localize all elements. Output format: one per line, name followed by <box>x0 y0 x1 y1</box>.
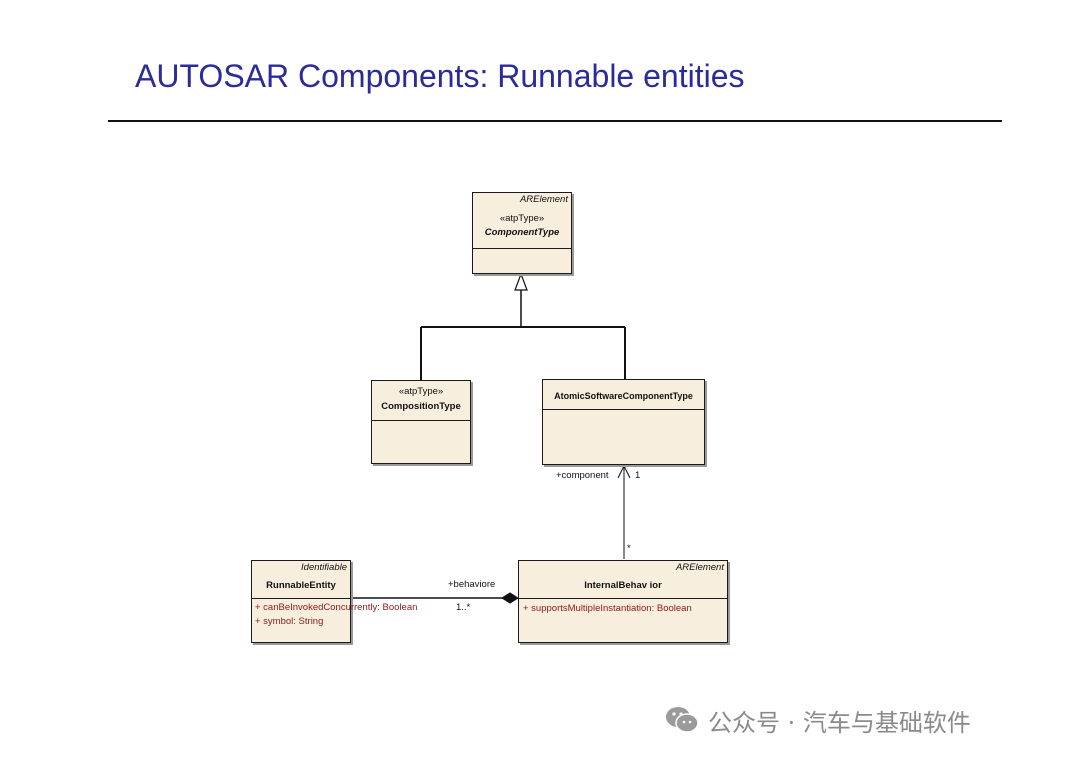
component-type-stereotype: «atpType» <box>499 213 545 224</box>
behavior-multiplicity-label: 1..* <box>456 602 471 613</box>
runnable-entity-separator <box>252 598 350 599</box>
runnable-entity-attribute: + symbol: String <box>255 616 324 627</box>
component-type-parent: ARElement <box>519 194 568 205</box>
internal-behavior-parent: ARElement <box>675 562 724 573</box>
component-type-class: ARElement «atpType» ComponentType <box>472 192 572 274</box>
component-multiplicity-label: 1 <box>635 470 641 481</box>
runnable-entity-attribute: + canBeInvokedConcurrently: Boolean <box>255 602 418 613</box>
composition-type-name: CompositionType <box>381 401 461 412</box>
runnable-entity-parent: Identifiable <box>301 562 347 573</box>
slide-title: AUTOSAR Components: Runnable entities <box>135 58 745 94</box>
atomic-swc-type-class: AtomicSoftwareComponentType <box>542 379 705 465</box>
atomic-swc-type-name: AtomicSoftwareComponentType <box>554 391 693 401</box>
composition-type-class: «atpType» CompositionType <box>371 380 471 464</box>
generalization-arrowhead <box>514 272 528 291</box>
title-divider <box>108 120 1002 122</box>
watermark-text: 公众号 · 汽车与基础软件 <box>708 708 971 737</box>
behavior-role-label: +behaviore <box>448 579 496 590</box>
runnable-entity-class: Identifiable RunnableEntity <box>251 560 351 643</box>
composition-diamond <box>501 592 519 604</box>
internal-behavior-name: InternalBehav ior <box>584 580 662 591</box>
internal-behavior-separator <box>519 598 727 599</box>
watermark: 公众号 · 汽车与基础软件 <box>664 703 971 737</box>
runnable-entity-name: RunnableEntity <box>266 580 336 591</box>
component-role-label: +component <box>556 470 609 481</box>
internal-behavior-class: ARElement InternalBehav ior + supportsMu… <box>518 560 728 643</box>
component-type-separator <box>473 248 571 249</box>
composition-type-separator <box>372 420 470 421</box>
atomic-swc-type-separator <box>543 409 704 410</box>
wechat-logo-icon <box>666 707 699 733</box>
component-many-label: * <box>627 543 631 554</box>
internal-behavior-attribute: + supportsMultipleInstantiation: Boolean <box>523 603 692 614</box>
component-type-name: ComponentType <box>484 227 560 238</box>
composition-type-stereotype: «atpType» <box>398 386 444 397</box>
component-association-arrow <box>617 464 631 479</box>
